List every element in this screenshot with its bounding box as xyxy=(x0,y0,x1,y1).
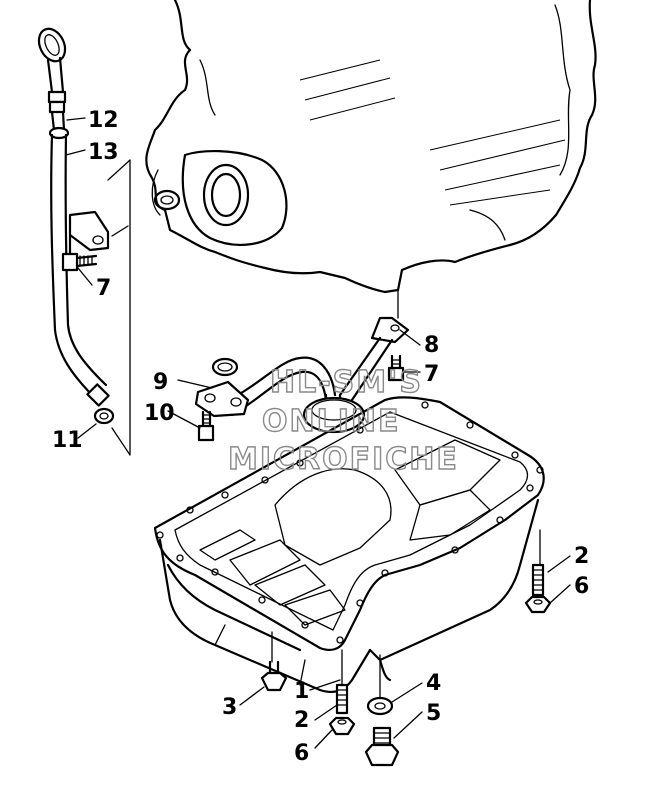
callout-labels: 12 13 7 11 9 10 8 7 2 6 3 1 2 6 4 5 xyxy=(52,108,589,766)
watermark: HL-SM'S ONLINE MICROFICHE xyxy=(227,364,459,477)
stud-2a xyxy=(531,563,545,597)
plug-3 xyxy=(260,660,288,692)
watermark-line-3: MICROFICHE xyxy=(228,442,459,477)
nut-6b xyxy=(328,716,356,736)
nut-6a xyxy=(524,595,552,614)
tube-bracket xyxy=(68,210,110,257)
drain-plug-5 xyxy=(364,726,400,767)
o-ring-9 xyxy=(211,357,239,377)
callout-11: 11 xyxy=(52,428,83,453)
callout-7-lower: 7 xyxy=(424,362,439,387)
engine-block xyxy=(145,0,597,294)
callout-8: 8 xyxy=(424,333,439,358)
bolt-10 xyxy=(197,410,215,442)
callout-2-right: 2 xyxy=(574,544,589,569)
callout-1: 1 xyxy=(294,679,309,704)
dipstick xyxy=(37,27,67,132)
callout-12: 12 xyxy=(88,108,119,133)
callout-4: 4 xyxy=(426,671,441,696)
oil-strainer xyxy=(194,316,410,434)
oil-pan xyxy=(153,396,545,694)
watermark-line-1: HL-SM'S xyxy=(270,365,423,400)
group-bracket xyxy=(107,159,131,456)
bolt-7a xyxy=(61,252,98,272)
dipstick-tube xyxy=(48,126,115,425)
washer-4 xyxy=(366,696,394,716)
watermark-line-2: ONLINE xyxy=(262,404,401,439)
callout-10: 10 xyxy=(144,401,175,426)
callout-2-bottom: 2 xyxy=(294,708,309,733)
callout-6-bottom: 6 xyxy=(294,741,309,766)
callout-3: 3 xyxy=(222,695,237,720)
callout-9: 9 xyxy=(153,370,168,395)
leader-lines xyxy=(65,117,571,749)
callout-6-right: 6 xyxy=(574,574,589,599)
callout-5: 5 xyxy=(426,701,441,726)
bolt-7b xyxy=(387,354,405,382)
pan-bolt-holes xyxy=(156,401,544,644)
callout-7-upper: 7 xyxy=(96,276,111,301)
callout-13: 13 xyxy=(88,140,119,165)
stud-2b xyxy=(335,683,349,715)
